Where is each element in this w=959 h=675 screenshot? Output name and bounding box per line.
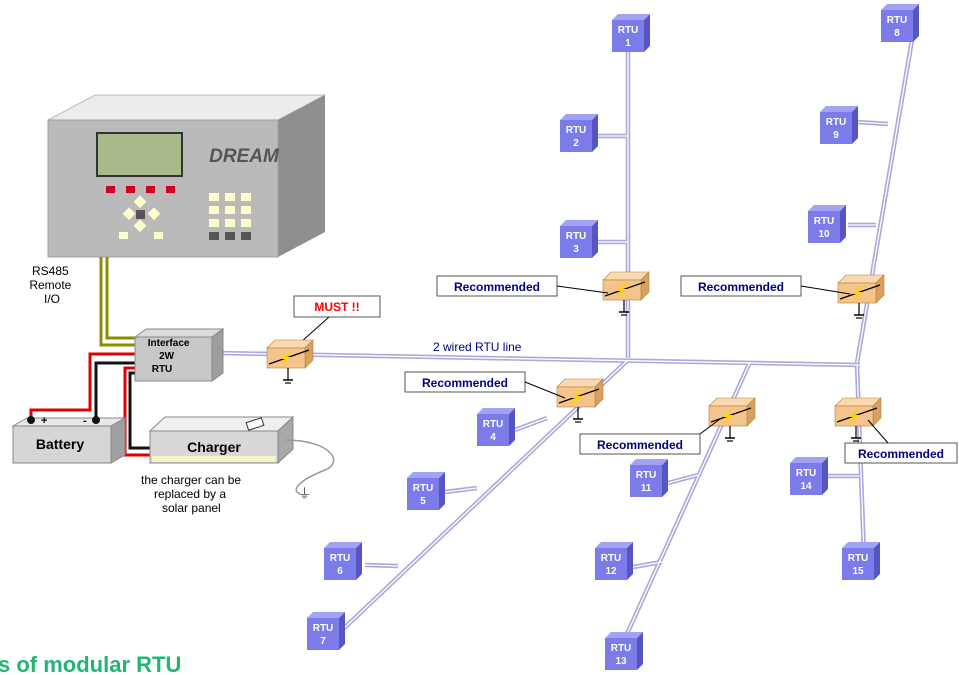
- rtu-number: 3: [573, 244, 579, 255]
- recommended-callout-3: Recommended: [404, 371, 566, 399]
- interface-box: Interface 2W RTU: [133, 328, 225, 382]
- rtu-number: 2: [573, 138, 579, 149]
- rtu-number: 4: [490, 432, 496, 443]
- charger-note: the charger can be replaced by a solar p…: [141, 473, 244, 515]
- must-label: MUST !!: [314, 300, 359, 314]
- surge-arrestor: [837, 274, 885, 319]
- interface-label: Interface 2W RTU: [148, 338, 192, 375]
- rtu-4: RTU 4: [477, 408, 515, 446]
- rtu-label: RTU: [313, 623, 334, 634]
- rtu-number: 9: [833, 130, 839, 141]
- surge-arrestors: [266, 271, 885, 442]
- rtu-label: RTU: [601, 553, 622, 564]
- rtu-number: 1: [625, 38, 631, 49]
- recommended-callout-1: Recommended: [436, 275, 609, 297]
- surge-arrestor: [834, 397, 882, 442]
- rtu-number: 10: [818, 229, 830, 240]
- red-keys: [106, 186, 175, 193]
- recommended-callout-2: Recommended: [680, 275, 851, 297]
- rtu-number: 13: [615, 656, 627, 667]
- rtu-8: RTU 8: [881, 4, 919, 42]
- rtu-label: RTU: [618, 25, 639, 36]
- svg-text:Recommended: Recommended: [858, 447, 944, 461]
- plug-icon: ⏚: [298, 486, 311, 501]
- rtu-2: RTU 2: [560, 114, 598, 152]
- rtu-number: 5: [420, 496, 426, 507]
- recommended-callouts: Recommended Recommended Recommended Reco…: [404, 275, 958, 464]
- battery-label: Battery: [36, 436, 84, 452]
- rtu-13: RTU 13: [605, 632, 643, 670]
- rtu-5: RTU 5: [407, 472, 445, 510]
- rtu-number: 7: [320, 636, 326, 647]
- surge-arrestor: [708, 397, 756, 442]
- rtu-number: 15: [852, 566, 864, 577]
- svg-text:Recommended: Recommended: [422, 376, 508, 390]
- rtu-6: RTU 6: [324, 542, 362, 580]
- navigation-keypad: [119, 195, 163, 239]
- svg-text:Recommended: Recommended: [597, 438, 683, 452]
- rtu-label: RTU: [413, 483, 434, 494]
- rtu-12: RTU 12: [595, 542, 633, 580]
- battery-plus: +: [41, 415, 47, 427]
- controller-screen: [96, 132, 183, 177]
- battery: + - Battery: [11, 415, 127, 464]
- dream-controller: DREAM: [47, 94, 326, 258]
- svg-text:Recommended: Recommended: [698, 280, 784, 294]
- rtu-label: RTU: [796, 468, 817, 479]
- charger-label: Charger: [187, 439, 241, 455]
- rtu-label: RTU: [611, 643, 632, 654]
- rtu-label: RTU: [636, 470, 657, 481]
- rtu-label: RTU: [887, 15, 908, 26]
- numeric-keypad: [209, 193, 251, 240]
- rtu-number: 8: [894, 28, 900, 39]
- charger: Charger ⏚: [148, 415, 335, 501]
- rtu-label: RTU: [566, 125, 587, 136]
- rtu-3: RTU 3: [560, 220, 598, 258]
- surge-arrestor: [602, 271, 650, 316]
- rs485-label: RS485 Remote I/O: [29, 264, 74, 306]
- svg-text:Recommended: Recommended: [454, 280, 540, 294]
- rtu-number: 12: [605, 566, 617, 577]
- controller-brand: DREAM: [209, 146, 280, 167]
- rtu-10: RTU 10: [808, 205, 846, 243]
- surge-arrestor: [266, 339, 314, 384]
- rtu-7: RTU 7: [307, 612, 345, 650]
- rtu-11: RTU 11: [630, 459, 668, 497]
- footer-title: s of modular RTU: [0, 652, 181, 675]
- rtu-label: RTU: [483, 419, 504, 430]
- rtu-label: RTU: [814, 216, 835, 227]
- rtu-label: RTU: [330, 553, 351, 564]
- recommended-callout-5: Recommended: [844, 419, 958, 464]
- rtu-label: RTU: [566, 231, 587, 242]
- rtu-number: 14: [800, 481, 812, 492]
- recommended-callout-4: Recommended: [579, 418, 721, 455]
- battery-minus: -: [83, 415, 87, 427]
- rtu-9: RTU 9: [820, 106, 858, 144]
- charger-cable: [284, 439, 335, 495]
- rtu-units: RTU1RTU2RTU3RTU4RTU5RTU6RTU7RTU8RTU9RTU1…: [307, 4, 919, 670]
- rtu-15: RTU 15: [842, 542, 880, 580]
- rtu-number: 11: [641, 483, 652, 494]
- rtu-1: RTU 1: [612, 14, 650, 52]
- rtu-label: RTU: [848, 553, 869, 564]
- must-callout: MUST !!: [291, 295, 381, 351]
- surge-arrestor: [556, 378, 604, 423]
- rtu-label: RTU: [826, 117, 847, 128]
- rs485-wires: [99, 257, 140, 347]
- rtu-14: RTU 14: [790, 457, 828, 495]
- rtu-number: 6: [337, 566, 343, 577]
- line-label: 2 wired RTU line: [433, 340, 522, 354]
